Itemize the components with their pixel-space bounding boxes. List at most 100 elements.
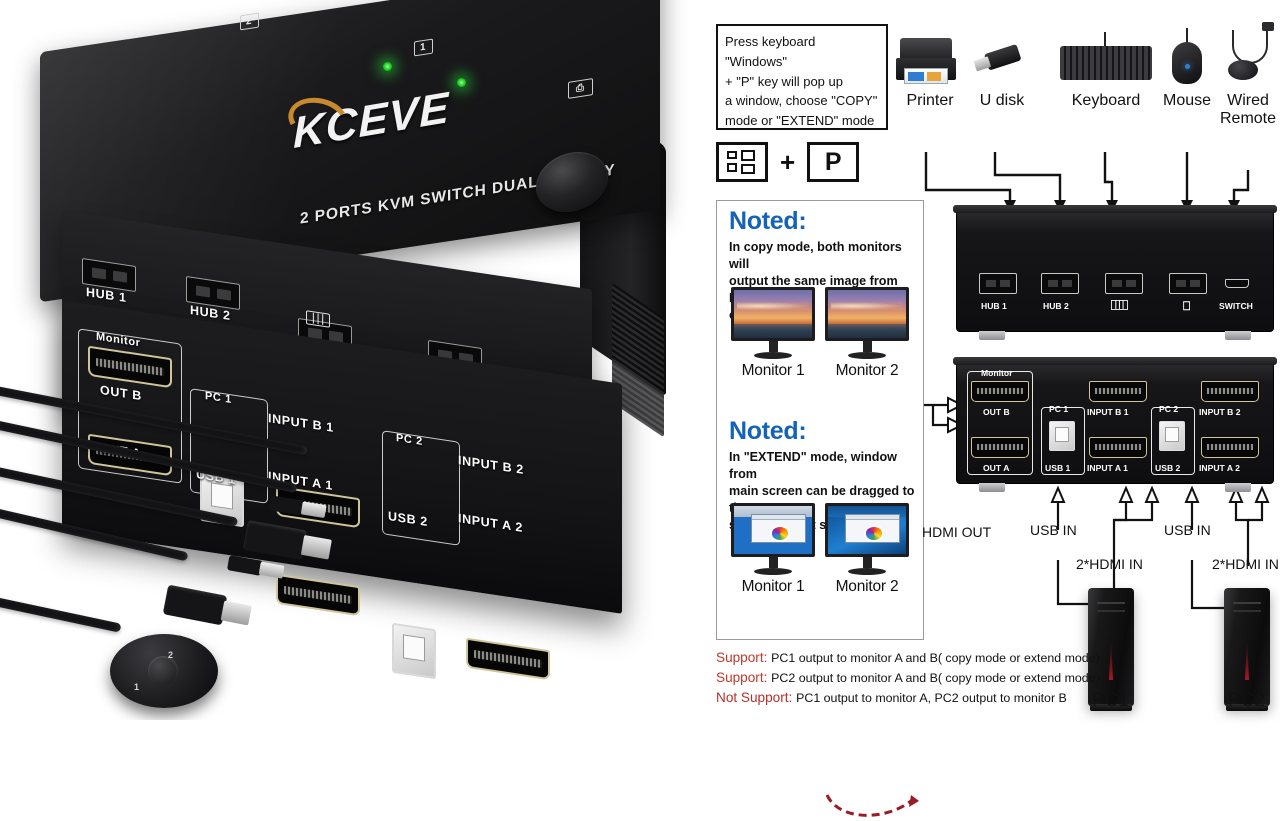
periph-label-keyboard: Keyboard xyxy=(1071,92,1141,109)
monitor-1-copy: Monitor 1 xyxy=(731,287,815,380)
remote-button[interactable] xyxy=(148,656,178,686)
label-hdmi-in-1: 2*HDMI IN xyxy=(1076,556,1143,572)
noted-2-line-1: In "EXTEND" mode, window from xyxy=(729,450,897,481)
product-photo-pane: 2 1 ⎙ KCEVE 2 PORTS KVM SWITCH DUAL DISP… xyxy=(0,0,700,720)
diagram-port-input-a2[interactable] xyxy=(1201,437,1259,458)
usb-flash-drive-icon xyxy=(973,42,1026,88)
diagram-label-usb-2: USB 2 xyxy=(1155,463,1181,473)
diagram-port-hub-1[interactable] xyxy=(979,273,1017,294)
diagram-label-out-b: OUT B xyxy=(983,407,1010,417)
diagram-label-input-b2: INPUT B 2 xyxy=(1199,407,1241,417)
led-indicator-pc1 xyxy=(383,62,392,71)
pc1-tower xyxy=(1088,588,1134,711)
diagram-label-pc1: PC 1 xyxy=(1049,404,1069,414)
monitor-base xyxy=(848,352,886,359)
wired-remote-device[interactable]: 1 2 xyxy=(110,634,218,708)
monitor-1-extend-screen xyxy=(731,503,815,557)
monitor-stand xyxy=(862,341,872,352)
diagram-port-usb-1[interactable] xyxy=(1049,421,1075,451)
support-key-2: Support: xyxy=(716,669,768,685)
windows-key-icon xyxy=(727,150,757,174)
support-text-3: PC1 output to monitor A, PC2 output to m… xyxy=(796,690,1067,705)
diagram-port-input-b2[interactable] xyxy=(1201,381,1259,402)
support-key-1: Support: xyxy=(716,650,768,665)
pc2-tower xyxy=(1224,588,1270,711)
top-mark-pc2: 2 xyxy=(240,12,259,31)
diagram-port-out-b[interactable] xyxy=(971,381,1029,402)
label-pc2: PC2 xyxy=(1228,690,1265,711)
diagram-port-mouse[interactable] xyxy=(1169,273,1207,294)
noted-1-line-1: In copy mode, both monitors will xyxy=(729,240,902,271)
monitor-1-copy-label: Monitor 1 xyxy=(741,362,805,379)
diagram-port-keyboard[interactable] xyxy=(1105,273,1143,294)
support-row: Not Support: PC1 output to monitor A, PC… xyxy=(716,688,1164,708)
diagram-device-front: HUB 1 HUB 2 ⎮⎮⎮ ⎕ SWITCH xyxy=(953,205,1277,340)
monitor-1-extend-label: Monitor 1 xyxy=(741,578,805,595)
diagram-label-hub-1: HUB 1 xyxy=(981,301,1007,311)
diagram-port-input-a1[interactable] xyxy=(1089,437,1147,458)
mouse-icon xyxy=(1170,28,1204,84)
port-usb-2[interactable] xyxy=(392,622,436,680)
windows-key-cap xyxy=(716,142,768,182)
diagram-pc1-outline xyxy=(1041,407,1085,475)
monitor-2-copy-label: Monitor 2 xyxy=(835,362,899,379)
diagram-device-rear: Monitor OUT B OUT A PC 1 USB 1 INPUT B 1… xyxy=(953,357,1277,492)
monitor-1-extend: Monitor 1 xyxy=(731,503,815,596)
printer-icon xyxy=(896,34,962,92)
tip-line-1: Press keyboard "Windows" xyxy=(725,34,816,69)
mouse-icon: ⎕ xyxy=(1183,299,1191,313)
keyboard-icon xyxy=(1060,32,1152,82)
noted-heading-1: Noted: xyxy=(729,207,807,235)
label-hdmi-out: HDMI OUT xyxy=(922,524,992,540)
device-lip xyxy=(953,205,1277,213)
monitor-stand xyxy=(862,557,872,568)
port-input-a1[interactable] xyxy=(276,573,360,617)
cable-remote xyxy=(0,596,122,633)
diagram-pc2-outline xyxy=(1151,407,1195,475)
periph-label-remote: Remote xyxy=(1219,109,1277,127)
diagram-label-switch: SWITCH xyxy=(1219,301,1253,311)
monitor-2-copy-screen xyxy=(825,287,909,341)
diagram-port-switch[interactable] xyxy=(1225,279,1249,288)
remote-mark-1: 1 xyxy=(134,682,140,692)
monitor-base xyxy=(754,568,792,575)
diagram-port-input-b1[interactable] xyxy=(1089,381,1147,402)
support-row: Support: PC1 output to monitor A and B( … xyxy=(716,648,1164,668)
noted-heading-2: Noted: xyxy=(729,417,807,445)
label-usb-in-1: USB IN xyxy=(1030,522,1077,538)
device-foot-right xyxy=(1225,331,1251,340)
diagram-label-hub-2: HUB 2 xyxy=(1043,301,1069,311)
tip-line-4: mode or "EXTEND" mode xyxy=(725,113,875,128)
monitor-2-extend-screen xyxy=(825,503,909,557)
periph-label-printer: Printer xyxy=(906,92,954,109)
diagram-port-hub-2[interactable] xyxy=(1041,273,1079,294)
remote-mark-2: 2 xyxy=(168,650,174,660)
device-lip xyxy=(953,357,1277,365)
wired-remote-icon xyxy=(1224,22,1274,88)
support-text-2: PC2 output to monitor A and B( copy mode… xyxy=(771,670,1100,685)
support-text-1: PC1 output to monitor A and B( copy mode… xyxy=(771,651,1100,665)
p-key-cap: P xyxy=(807,142,860,182)
diagram-label-pc2: PC 2 xyxy=(1159,404,1179,414)
hdmi-plug-2 xyxy=(162,584,228,626)
port-input-b2[interactable] xyxy=(466,637,550,681)
monitor-2-extend-label: Monitor 2 xyxy=(835,578,899,595)
diagram-port-out-a[interactable] xyxy=(971,437,1029,458)
tip-line-2: + "P" key will pop up xyxy=(725,73,843,89)
shortcut-keys-row: + P xyxy=(716,142,860,182)
diagram-port-usb-2[interactable] xyxy=(1159,421,1185,451)
diagram-label-input-a2: INPUT A 2 xyxy=(1199,463,1240,473)
support-key-3: Not Support: xyxy=(716,689,793,705)
diagram-label-input-b1: INPUT B 1 xyxy=(1087,407,1129,417)
device-foot-right xyxy=(1225,483,1251,492)
diagram-label-usb-1: USB 1 xyxy=(1045,463,1071,473)
noted-panel: Noted: In copy mode, both monitors will … xyxy=(716,200,924,817)
support-row: Support: PC2 output to monitor A and B( … xyxy=(716,668,1164,688)
monitor-base xyxy=(848,568,886,575)
top-mark-pc1: 1 xyxy=(414,38,433,57)
monitor-stand xyxy=(768,341,778,352)
label-pc1: PC1 xyxy=(1092,690,1129,711)
device-foot-left xyxy=(979,331,1005,340)
diagram-label-monitor: Monitor xyxy=(981,368,1013,378)
infographic-root: 2 1 ⎙ KCEVE 2 PORTS KVM SWITCH DUAL DISP… xyxy=(0,0,1280,720)
